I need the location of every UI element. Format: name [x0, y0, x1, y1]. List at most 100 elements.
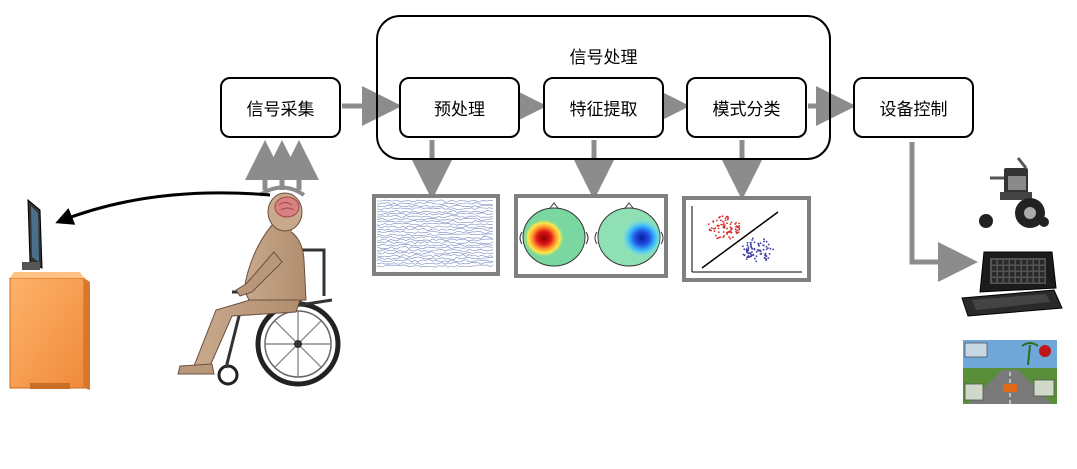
- scatter-point: [709, 228, 711, 231]
- scatter-classification-icon: [682, 196, 811, 282]
- scatter-point: [755, 260, 757, 263]
- wheelchair-user-icon: [177, 192, 341, 387]
- laptop-key: [1040, 266, 1045, 271]
- laptop-key: [1004, 278, 1009, 283]
- scatter-point: [762, 248, 765, 251]
- scatter-point: [759, 253, 762, 255]
- scatter-point: [755, 250, 758, 253]
- laptop-key: [1010, 266, 1015, 271]
- laptop-key: [992, 260, 997, 265]
- eeg-trace: [376, 204, 494, 208]
- scatter-point: [750, 246, 752, 248]
- scatter-point: [717, 224, 720, 227]
- scatter-point: [765, 240, 768, 243]
- scatter-point: [749, 241, 752, 244]
- laptop-key: [1010, 278, 1015, 283]
- scatter-point: [717, 236, 720, 239]
- laptop-key: [1028, 260, 1033, 265]
- laptop-key: [1016, 272, 1021, 277]
- scatter-point: [737, 231, 740, 234]
- scatter-point: [759, 250, 762, 253]
- scatter-point: [750, 243, 752, 246]
- scatter-point: [726, 222, 728, 225]
- eeg-trace: [376, 243, 494, 247]
- laptop-key: [1028, 266, 1033, 271]
- scatter-point: [738, 225, 741, 227]
- scatter-point: [723, 224, 726, 227]
- eeg-trace: [376, 217, 494, 221]
- scatter-point: [747, 252, 750, 255]
- eeg-trace: [376, 259, 494, 263]
- scatter-point: [763, 240, 765, 243]
- scatter-point: [726, 231, 728, 234]
- scatter-point: [726, 218, 729, 221]
- scatter-point: [743, 254, 746, 257]
- scatter-point: [738, 222, 740, 225]
- eeg-trace: [376, 212, 494, 216]
- laptop-key: [1022, 272, 1027, 277]
- scatter-point: [767, 247, 769, 250]
- eeg-trace: [376, 256, 494, 260]
- laptop-icon: [961, 251, 1063, 317]
- eeg-trace: [376, 222, 494, 226]
- head-sensor-arc: [258, 185, 306, 197]
- node-pattern-classification: 模式分类: [686, 77, 807, 138]
- scatter-point: [745, 258, 748, 260]
- scatter-point: [710, 229, 712, 232]
- laptop-key: [1034, 266, 1039, 271]
- scatter-point: [765, 258, 768, 260]
- scatter-point: [751, 251, 753, 254]
- scatter-point: [758, 250, 760, 252]
- scatter-point: [738, 228, 741, 231]
- scatter-point: [746, 244, 749, 247]
- scatter-point: [750, 253, 752, 256]
- eeg-trace: [376, 251, 494, 255]
- scatter-point: [767, 257, 770, 259]
- racing-game-icon: [963, 340, 1057, 404]
- scatter-point: [715, 219, 718, 222]
- scatter-point: [722, 231, 725, 233]
- scatter-point: [729, 237, 732, 240]
- electric-wheelchair-icon: [979, 157, 1049, 228]
- scatter-point: [720, 219, 722, 222]
- scatter-point: [714, 227, 717, 230]
- laptop-key: [998, 278, 1003, 283]
- eeg-trace: [376, 241, 494, 245]
- node-signal-acquisition: 信号采集: [220, 77, 341, 138]
- scatter-point: [707, 223, 710, 226]
- flow-arrows: [245, 86, 978, 282]
- scatter-point: [727, 217, 729, 220]
- scatter-point: [712, 221, 715, 223]
- scatter-point: [752, 237, 754, 240]
- scatter-point: [767, 243, 770, 246]
- scatter-point: [713, 230, 716, 233]
- laptop-key: [1034, 272, 1039, 277]
- eeg-trace: [376, 209, 494, 213]
- laptop-key: [1016, 266, 1021, 271]
- eeg-signal-icon: [372, 194, 500, 276]
- laptop-key: [1028, 278, 1033, 283]
- scatter-point: [754, 257, 756, 260]
- scatter-point: [729, 223, 732, 226]
- laptop-key: [992, 278, 997, 283]
- eeg-trace: [376, 228, 494, 232]
- scatter-point: [743, 248, 746, 251]
- scatter-point: [769, 247, 772, 250]
- laptop-key: [1004, 260, 1009, 265]
- scatter-point: [757, 242, 760, 245]
- scatter-point: [755, 255, 758, 258]
- scatter-point: [753, 247, 756, 250]
- scatter-point: [753, 241, 756, 244]
- eeg-trace: [377, 199, 494, 203]
- laptop-key: [1010, 272, 1015, 277]
- scatter-point: [728, 236, 730, 238]
- laptop-key: [1034, 278, 1039, 283]
- node-feature-extraction: 特征提取: [543, 77, 664, 138]
- scatter-point: [717, 227, 720, 230]
- scatter-point: [735, 222, 737, 224]
- eeg-trace: [376, 202, 494, 206]
- scatter-point: [725, 215, 728, 218]
- laptop-key: [998, 272, 1003, 277]
- scatter-point: [747, 246, 750, 249]
